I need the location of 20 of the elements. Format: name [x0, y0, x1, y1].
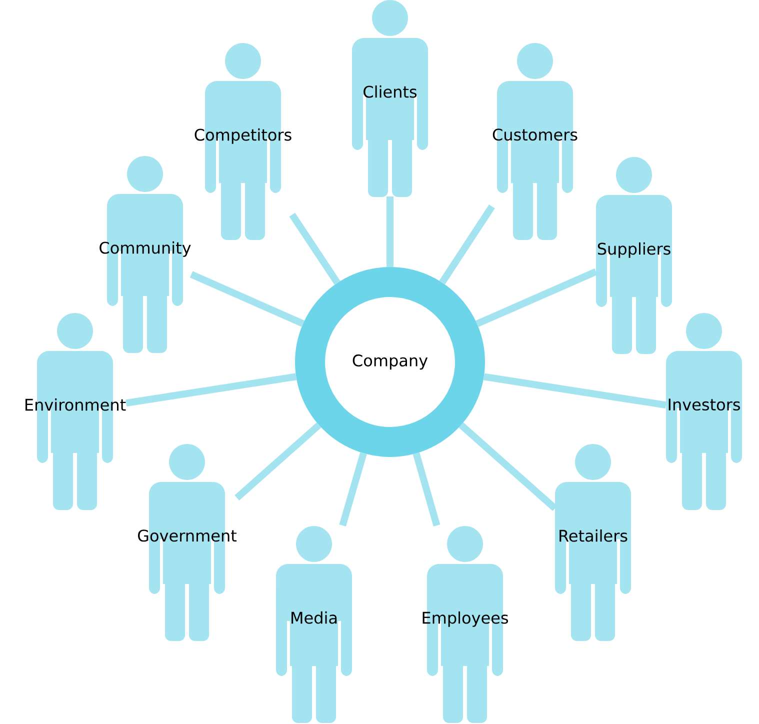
- person-figure: Clients: [352, 0, 428, 197]
- connector-line: [412, 452, 440, 526]
- connector-line: [458, 422, 558, 512]
- connector-line: [439, 204, 495, 284]
- person-figure: Suppliers: [596, 157, 672, 354]
- connector-line: [386, 196, 394, 267]
- connector-line: [339, 452, 367, 526]
- person-figure: Competitors: [194, 43, 292, 240]
- person-figure: Customers: [492, 43, 578, 240]
- connector-line: [190, 271, 304, 327]
- person-figure: Investors: [666, 313, 742, 510]
- connector-line: [289, 212, 340, 285]
- person-figure: Employees: [422, 526, 508, 723]
- person-figure: Retailers: [555, 444, 631, 641]
- connector-line: [476, 268, 598, 328]
- connector-line: [483, 373, 667, 409]
- connector-line: [126, 373, 297, 407]
- person-figure: Government: [138, 444, 237, 641]
- connector-line: [234, 422, 322, 500]
- person-figure: Media: [276, 526, 352, 723]
